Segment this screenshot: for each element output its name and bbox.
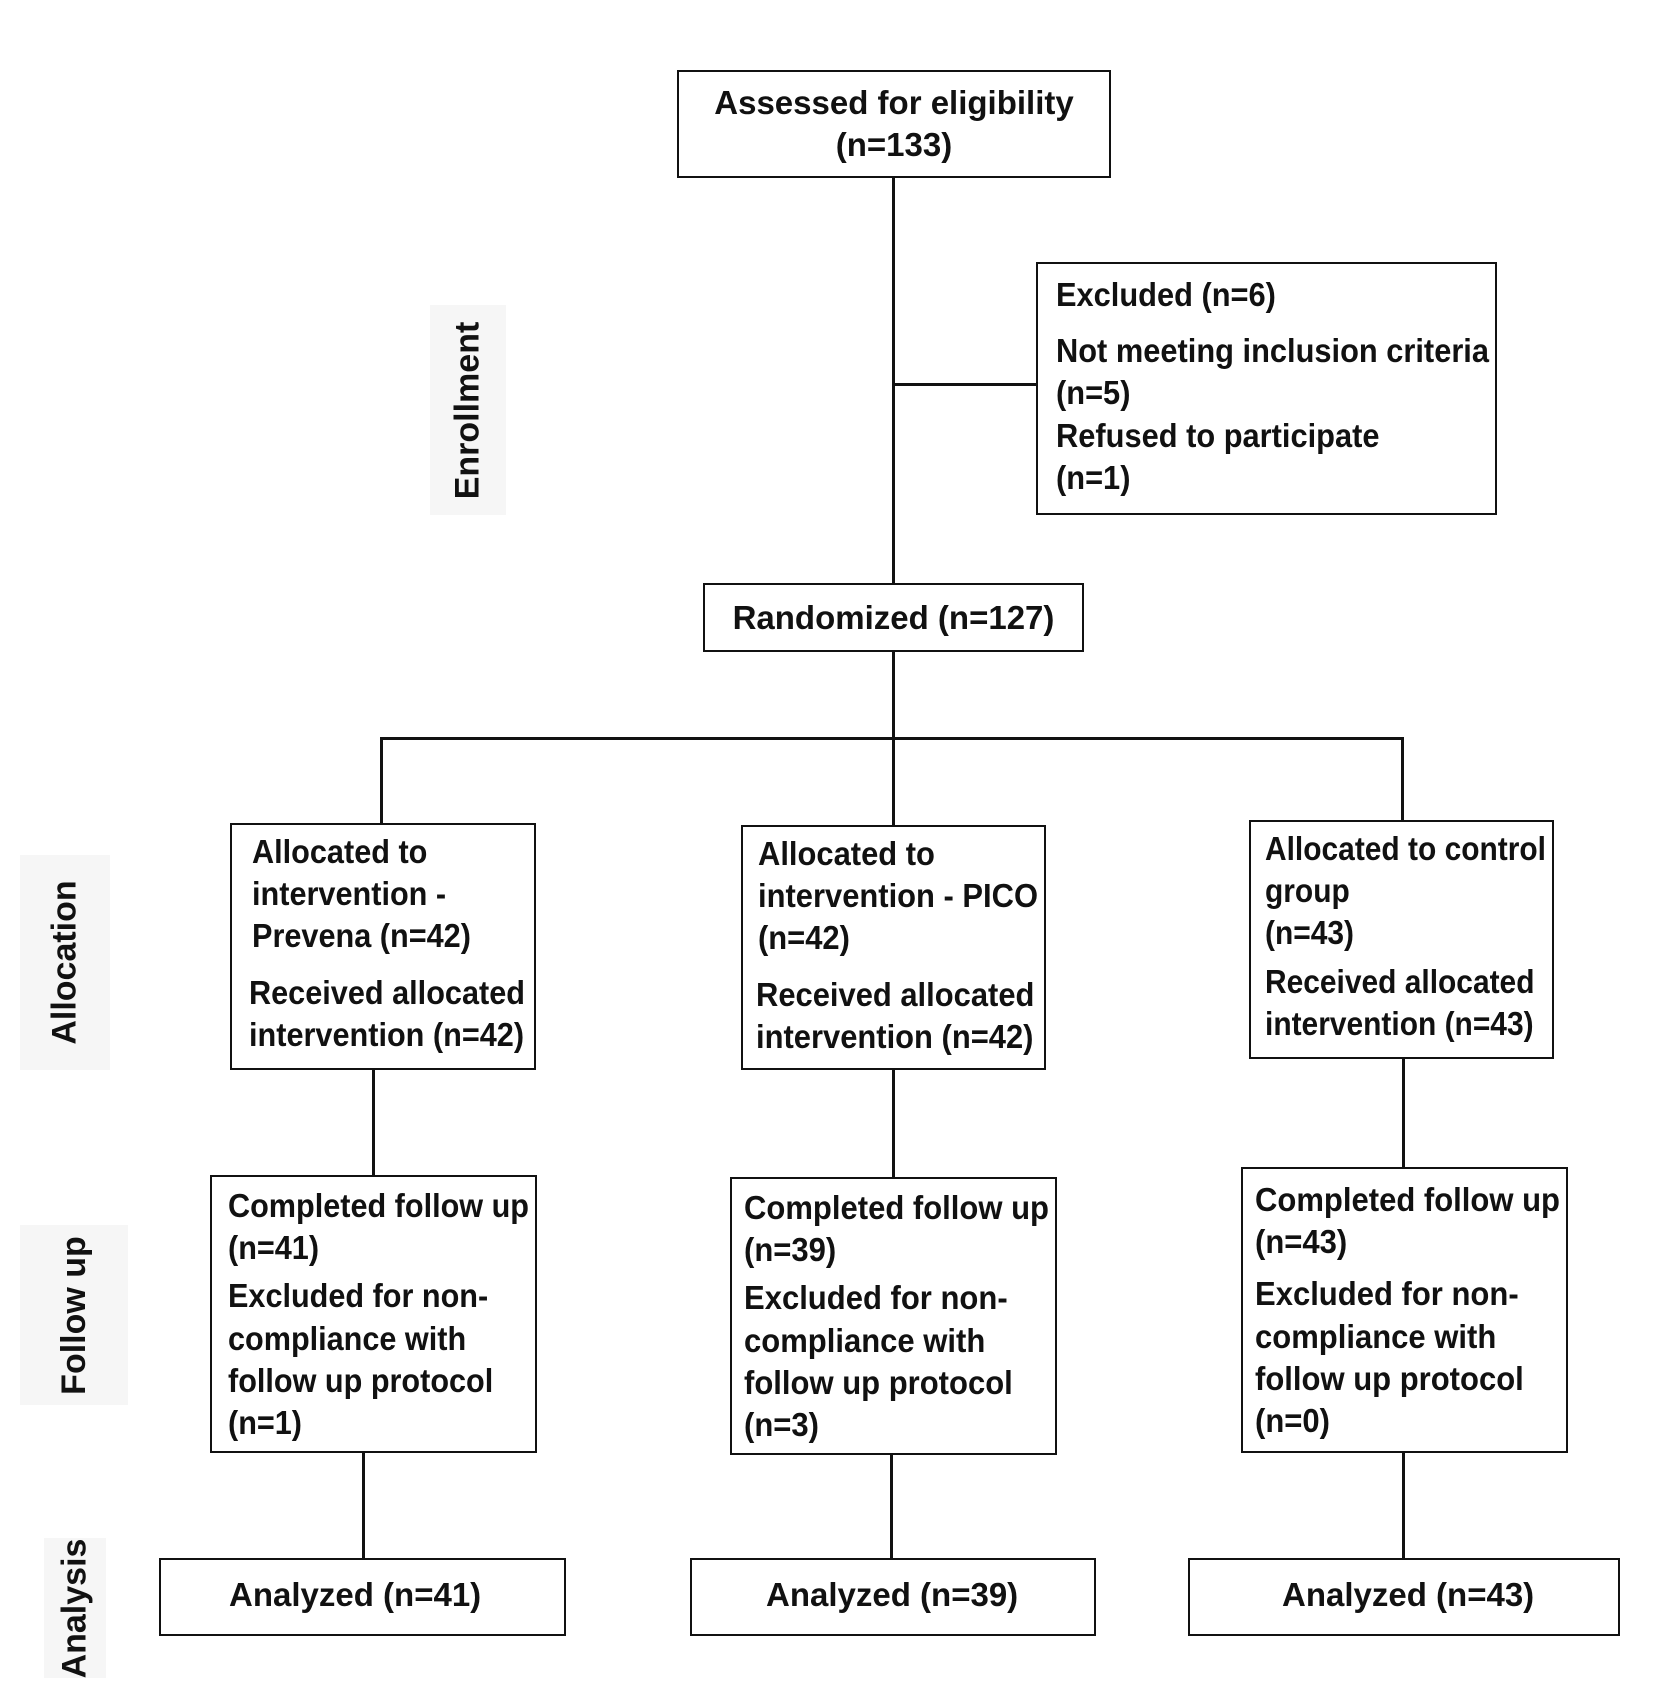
connector-randomized-split [892,651,895,739]
excluded-reason-not-meeting-criteria: Not meeting inclusion criteria [1056,332,1489,370]
follow-up-box-prevena: Completed follow up (n=41) Excluded for … [210,1175,537,1453]
connector-split-arm3 [1401,737,1404,821]
received-line: Received allocated [1265,962,1535,1000]
completed-line: (n=43) [1255,1223,1348,1261]
allocation-line: group [1265,872,1350,910]
excluded-noncompliance-line: compliance with [744,1321,986,1359]
received-line: Received allocated [756,975,1035,1013]
analyzed-label: Analyzed (n=43) [1282,1576,1535,1613]
allocation-line: Allocated to [252,833,428,870]
analyzed-box-pico: Analyzed (n=39) [690,1558,1096,1636]
excluded-box: Excluded (n=6) Not meeting inclusion cri… [1036,262,1497,515]
analyzed-box-control: Analyzed (n=43) [1188,1558,1620,1636]
connector-to-excluded [892,383,1037,386]
analyzed-label: Analyzed (n=39) [766,1576,1019,1613]
connector-arm1-follow-analysis [362,1452,365,1560]
received-line: intervention (n=42) [249,1015,525,1053]
completed-line: Completed follow up [1255,1181,1560,1218]
stage-label-follow-up: Follow up [20,1225,128,1405]
analyzed-box-prevena: Analyzed (n=41) [159,1558,566,1636]
excluded-noncompliance-line: compliance with [228,1319,467,1357]
connector-assessed-randomized [892,177,895,585]
allocation-box-control: Allocated to control group (n=43) Receiv… [1249,820,1554,1059]
excluded-noncompliance-line: follow up protocol [1255,1359,1524,1397]
allocation-line: Prevena (n=42) [252,917,471,955]
excluded-reason-refused-count: (n=1) [1056,458,1131,496]
allocation-box-pico: Allocated to intervention - PICO (n=42) … [741,825,1046,1070]
excluded-noncompliance-line: (n=0) [1255,1402,1330,1440]
excluded-noncompliance-line: Excluded for non- [1255,1275,1519,1313]
allocation-line: Allocated to control [1265,830,1546,867]
assessed-for-eligibility-box: Assessed for eligibility (n=133) [677,70,1111,178]
connector-split-arm2 [892,737,895,825]
connector-arm2-alloc-follow [892,1068,895,1178]
allocation-line: (n=42) [758,919,850,957]
connector-arm2-follow-analysis [890,1455,893,1560]
follow-up-box-pico: Completed follow up (n=39) Excluded for … [730,1177,1057,1455]
allocation-line: intervention - [252,875,447,913]
randomized-label: Randomized (n=127) [732,599,1055,636]
allocation-line: (n=43) [1265,914,1354,952]
allocation-line: intervention - PICO [758,877,1038,915]
stage-label-allocation: Allocation [20,855,110,1070]
follow-up-box-control: Completed follow up (n=43) Excluded for … [1241,1167,1568,1453]
allocation-line: Allocated to [758,835,935,872]
completed-line: Completed follow up [228,1187,529,1224]
excluded-reason-refused: Refused to participate [1056,416,1380,454]
excluded-noncompliance-line: (n=3) [744,1406,819,1444]
assessed-label: Assessed for eligibility [714,84,1074,121]
received-line: Received allocated [249,973,525,1011]
connector-split-arm1 [380,737,383,823]
completed-line: (n=39) [744,1231,837,1269]
received-line: intervention (n=43) [1265,1004,1534,1042]
excluded-noncompliance-line: follow up protocol [228,1361,494,1399]
excluded-noncompliance-line: (n=1) [228,1404,302,1442]
completed-line: (n=41) [228,1229,320,1267]
assessed-count: (n=133) [835,126,953,164]
connector-arm3-alloc-follow [1402,1058,1405,1168]
completed-line: Completed follow up [744,1189,1049,1226]
excluded-noncompliance-line: Excluded for non- [744,1279,1008,1317]
allocation-box-prevena: Allocated to intervention - Prevena (n=4… [230,823,536,1070]
excluded-noncompliance-line: follow up protocol [744,1363,1013,1401]
excluded-reason-not-meeting-criteria-count: (n=5) [1056,374,1131,412]
connector-arm3-follow-analysis [1402,1452,1405,1560]
stage-label-analysis: Analysis [44,1538,106,1678]
stage-label-enrollment: Enrollment [430,305,506,515]
received-line: intervention (n=42) [756,1017,1034,1055]
connector-arm1-alloc-follow [372,1068,375,1176]
randomized-box: Randomized (n=127) [703,583,1084,652]
excluded-noncompliance-line: compliance with [1255,1317,1497,1355]
excluded-title: Excluded (n=6) [1056,276,1276,313]
excluded-noncompliance-line: Excluded for non- [228,1277,489,1315]
analyzed-label: Analyzed (n=41) [229,1576,482,1613]
